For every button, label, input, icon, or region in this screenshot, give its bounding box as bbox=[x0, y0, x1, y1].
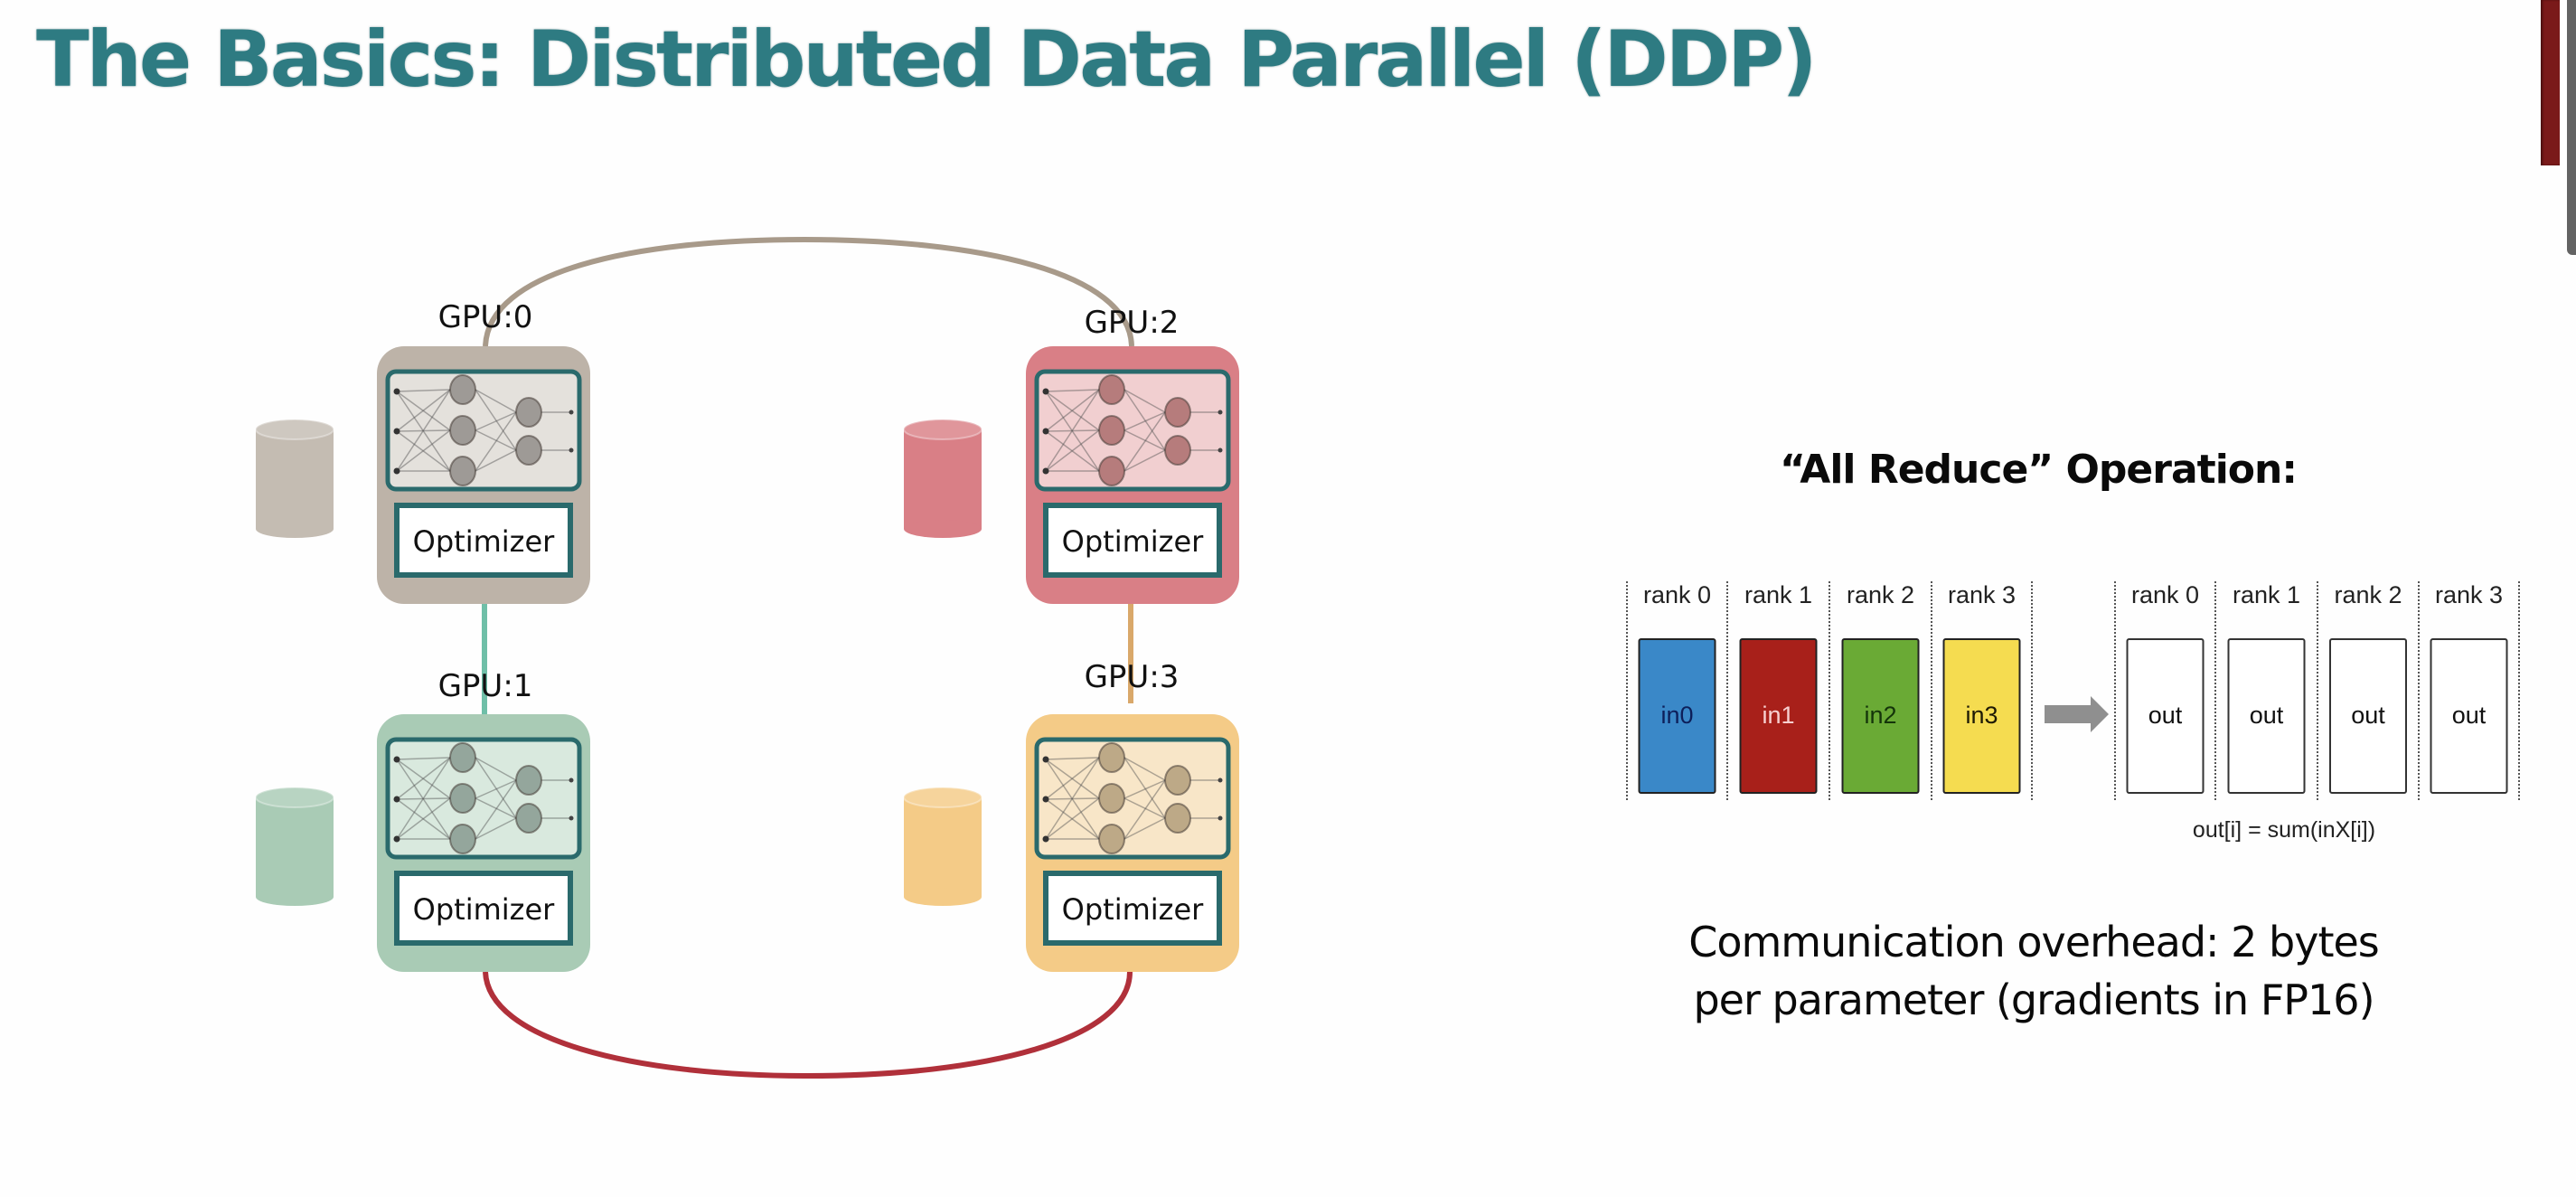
input-buffer-box bbox=[1739, 638, 1818, 794]
output-buffer-label: out bbox=[2351, 702, 2385, 729]
neural-network-icon bbox=[393, 374, 574, 486]
slide-title: The Basics: Distributed Data Parallel (D… bbox=[36, 14, 1818, 105]
input-buffer-box bbox=[1841, 638, 1920, 794]
gpu-0-block: Optimizer GPU:0 bbox=[255, 299, 590, 604]
input-buffer-0: rank 0 in0 bbox=[1638, 581, 1716, 794]
rank-label: rank 1 bbox=[1744, 581, 1812, 608]
output-buffer-box bbox=[2329, 638, 2407, 794]
scrollbar[interactable] bbox=[2567, 0, 2576, 255]
all-reduce-formula: out[i] = sum(inX[i]) bbox=[2193, 817, 2375, 843]
dataset-cylinder-icon bbox=[903, 419, 982, 538]
output-buffer-0: rank 0 out bbox=[2126, 581, 2205, 794]
optimizer-box bbox=[1043, 871, 1222, 946]
rank-label: rank 0 bbox=[2131, 581, 2199, 608]
gpu-1-block: Optimizer GPU:1 bbox=[255, 668, 590, 972]
output-buffer-2: rank 2 out bbox=[2329, 581, 2407, 794]
optimizer-label: Optimizer bbox=[1062, 524, 1204, 559]
output-buffer-3: rank 3 out bbox=[2430, 581, 2508, 794]
all-reduce-title: “All Reduce” Operation: bbox=[1780, 447, 2298, 493]
ring-link-gpu0-gpu2 bbox=[483, 236, 1134, 347]
rank-label: rank 0 bbox=[1643, 581, 1711, 608]
gpu-label: GPU:2 bbox=[1085, 305, 1180, 341]
gpu-label: GPU:0 bbox=[438, 299, 533, 335]
output-buffer-box bbox=[2227, 638, 2306, 794]
input-buffer-label: in1 bbox=[1762, 702, 1794, 729]
rank-label: rank 2 bbox=[2334, 581, 2402, 608]
right-arrow-icon bbox=[2045, 696, 2109, 732]
input-buffer-3: rank 3 in3 bbox=[1942, 581, 2021, 794]
dataset-cylinder-icon bbox=[255, 787, 334, 906]
neural-network-icon bbox=[1042, 374, 1223, 486]
output-buffer-1: rank 1 out bbox=[2227, 581, 2306, 794]
dataset-cylinder-icon bbox=[903, 787, 982, 906]
output-buffer-label: out bbox=[2452, 702, 2487, 729]
communication-overhead-note: Communication overhead: 2 bytes per para… bbox=[1609, 913, 2458, 1029]
slide-progress-marker bbox=[2541, 0, 2560, 165]
output-buffer-label: out bbox=[2250, 702, 2284, 729]
output-buffer-box bbox=[2430, 638, 2508, 794]
output-buffer-label: out bbox=[2148, 702, 2183, 729]
rank-label: rank 3 bbox=[2435, 581, 2503, 608]
input-buffer-1: rank 1 in1 bbox=[1739, 581, 1818, 794]
neural-network-icon bbox=[393, 742, 574, 854]
optimizer-box bbox=[394, 871, 573, 946]
input-buffer-label: in2 bbox=[1864, 702, 1896, 729]
output-buffer-box bbox=[2126, 638, 2205, 794]
overhead-line-1: Communication overhead: 2 bytes bbox=[1688, 918, 2380, 966]
gpu-label: GPU:3 bbox=[1085, 659, 1180, 695]
input-buffer-label: in0 bbox=[1660, 702, 1693, 729]
rank-label: rank 3 bbox=[1948, 581, 2016, 608]
rank-label: rank 2 bbox=[1847, 581, 1914, 608]
gpu-label: GPU:1 bbox=[438, 668, 533, 704]
optimizer-label: Optimizer bbox=[1062, 892, 1204, 927]
rank-label: rank 1 bbox=[2233, 581, 2300, 608]
optimizer-box bbox=[394, 503, 573, 578]
overhead-line-2: per parameter (gradients in FP16) bbox=[1693, 976, 2374, 1024]
input-buffer-box bbox=[1942, 638, 2021, 794]
input-buffer-label: in3 bbox=[1965, 702, 1998, 729]
optimizer-label: Optimizer bbox=[413, 524, 555, 559]
neural-network-icon bbox=[1042, 742, 1223, 854]
gpu-2-block: Optimizer GPU:2 bbox=[903, 305, 1239, 604]
optimizer-box bbox=[1043, 503, 1222, 578]
input-buffer-2: rank 2 in2 bbox=[1841, 581, 1920, 794]
input-buffer-box bbox=[1638, 638, 1716, 794]
optimizer-label: Optimizer bbox=[413, 892, 555, 927]
gpu-3-block: Optimizer GPU:3 bbox=[903, 659, 1239, 972]
dataset-cylinder-icon bbox=[255, 419, 334, 538]
ring-link-gpu1-gpu3 bbox=[483, 971, 1133, 1079]
